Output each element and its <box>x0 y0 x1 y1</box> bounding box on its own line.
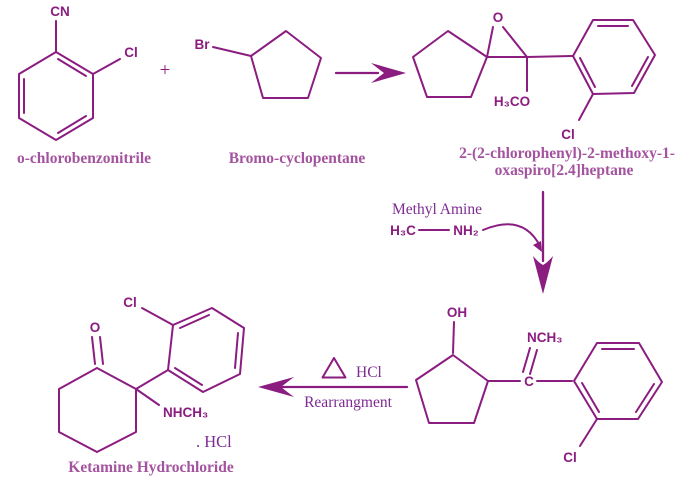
condition-process-label: Rearrangment <box>304 394 392 411</box>
down-arrow-icon <box>533 190 553 294</box>
carbon-label: C <box>524 374 534 389</box>
heat-triangle-icon <box>321 357 347 379</box>
o-chlorobenzonitrile-structure: CN Cl o-chlorobenzonitrile <box>17 4 151 167</box>
oxaspiro-structure: O H₃CO Cl 2-(2-chlorophenyl)-2-methoxy-1… <box>412 10 675 179</box>
chloro-label: Cl <box>124 45 138 60</box>
hydroxyl-label: OH <box>447 305 467 320</box>
nitrile-label: CN <box>50 4 70 19</box>
plus-sign: + <box>160 60 171 81</box>
amine-label: NHCH₃ <box>163 405 208 420</box>
salt-label: . HCl <box>196 432 232 451</box>
bromo-label: Br <box>194 37 210 52</box>
chloro-label: Cl <box>561 127 575 142</box>
reactant1-name: o-chlorobenzonitrile <box>17 150 151 167</box>
imine-intermediate-structure: OH C NCH₃ Cl <box>415 305 663 465</box>
left-arrow-icon: HCl Rearrangment <box>258 357 409 411</box>
condition-reagent-label: HCl <box>356 364 382 381</box>
ketone-oxygen-label: O <box>90 320 101 335</box>
methoxy-label: H₃CO <box>494 94 530 109</box>
bromo-cyclopentane-structure: Br Bromo-cyclopentane <box>194 30 366 167</box>
chloro-label: Cl <box>123 295 137 310</box>
amine-group-label: NH₂ <box>453 223 479 238</box>
ketamine-name: Ketamine Hydrochloride <box>68 459 234 476</box>
chloro-label: Cl <box>563 450 577 465</box>
product-name-line2: oxaspiro[2.4]heptane <box>495 162 634 179</box>
imine-label: NCH₃ <box>527 330 563 345</box>
right-arrow-icon <box>334 63 406 83</box>
methyl-group-label: H₃C <box>390 223 416 238</box>
product-name-line1: 2-(2-chlorophenyl)-2-methoxy-1- <box>459 145 675 162</box>
curved-arrow-icon <box>482 223 541 247</box>
reactant2-name: Bromo-cyclopentane <box>229 150 366 167</box>
epoxide-oxygen-label: O <box>493 10 504 25</box>
reagent-name: Methyl Amine <box>392 201 482 218</box>
methylamine-reagent: Methyl Amine H₃C NH₂ <box>390 201 542 252</box>
ketamine-structure: O Cl NHCH₃ . HCl Ketamine Hydrochloride <box>58 295 245 476</box>
